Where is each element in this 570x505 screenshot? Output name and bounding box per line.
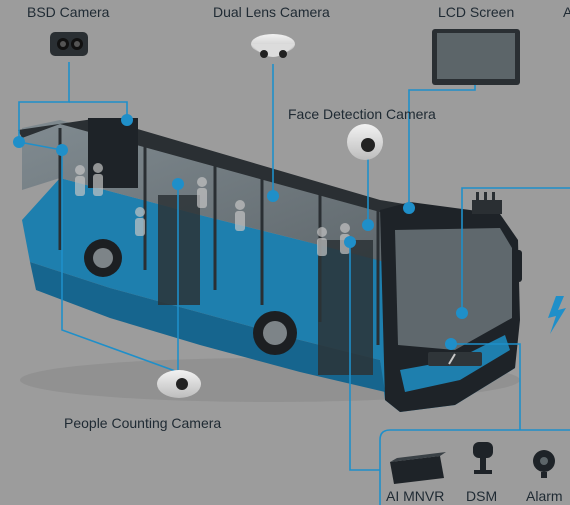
lightning-icon: [548, 296, 566, 334]
connector-lines: [18, 62, 570, 471]
lcd-screen-icon: [432, 29, 520, 85]
dome-camera-icon: [251, 34, 295, 58]
bus-illustration: [18, 118, 522, 412]
face-detection-camera-label: Face Detection Camera: [288, 106, 436, 122]
lcd-screen-label: LCD Screen: [438, 4, 515, 20]
dual-lens-camera-label: Dual Lens Camera: [213, 4, 330, 20]
people-counting-camera-label: People Counting Camera: [64, 415, 222, 431]
bsd-camera-label: BSD Camera: [27, 4, 110, 20]
partial-label-top-right: A: [563, 4, 570, 20]
bsd-camera-icon: [50, 32, 88, 56]
dsm-device-icon: [473, 442, 493, 474]
face-detection-camera-icon: [347, 124, 383, 160]
connector-nodes: [13, 114, 468, 350]
dsm-label: DSM: [466, 488, 498, 504]
device-panel: [379, 429, 570, 505]
ai-mnvr-label: AI MNVR: [386, 488, 445, 504]
alarm-label: Alarm: [526, 488, 563, 504]
alarm-device-icon: [533, 450, 555, 478]
people-counting-camera-icon: [157, 370, 201, 398]
mnvr-device-icon: [390, 452, 446, 484]
